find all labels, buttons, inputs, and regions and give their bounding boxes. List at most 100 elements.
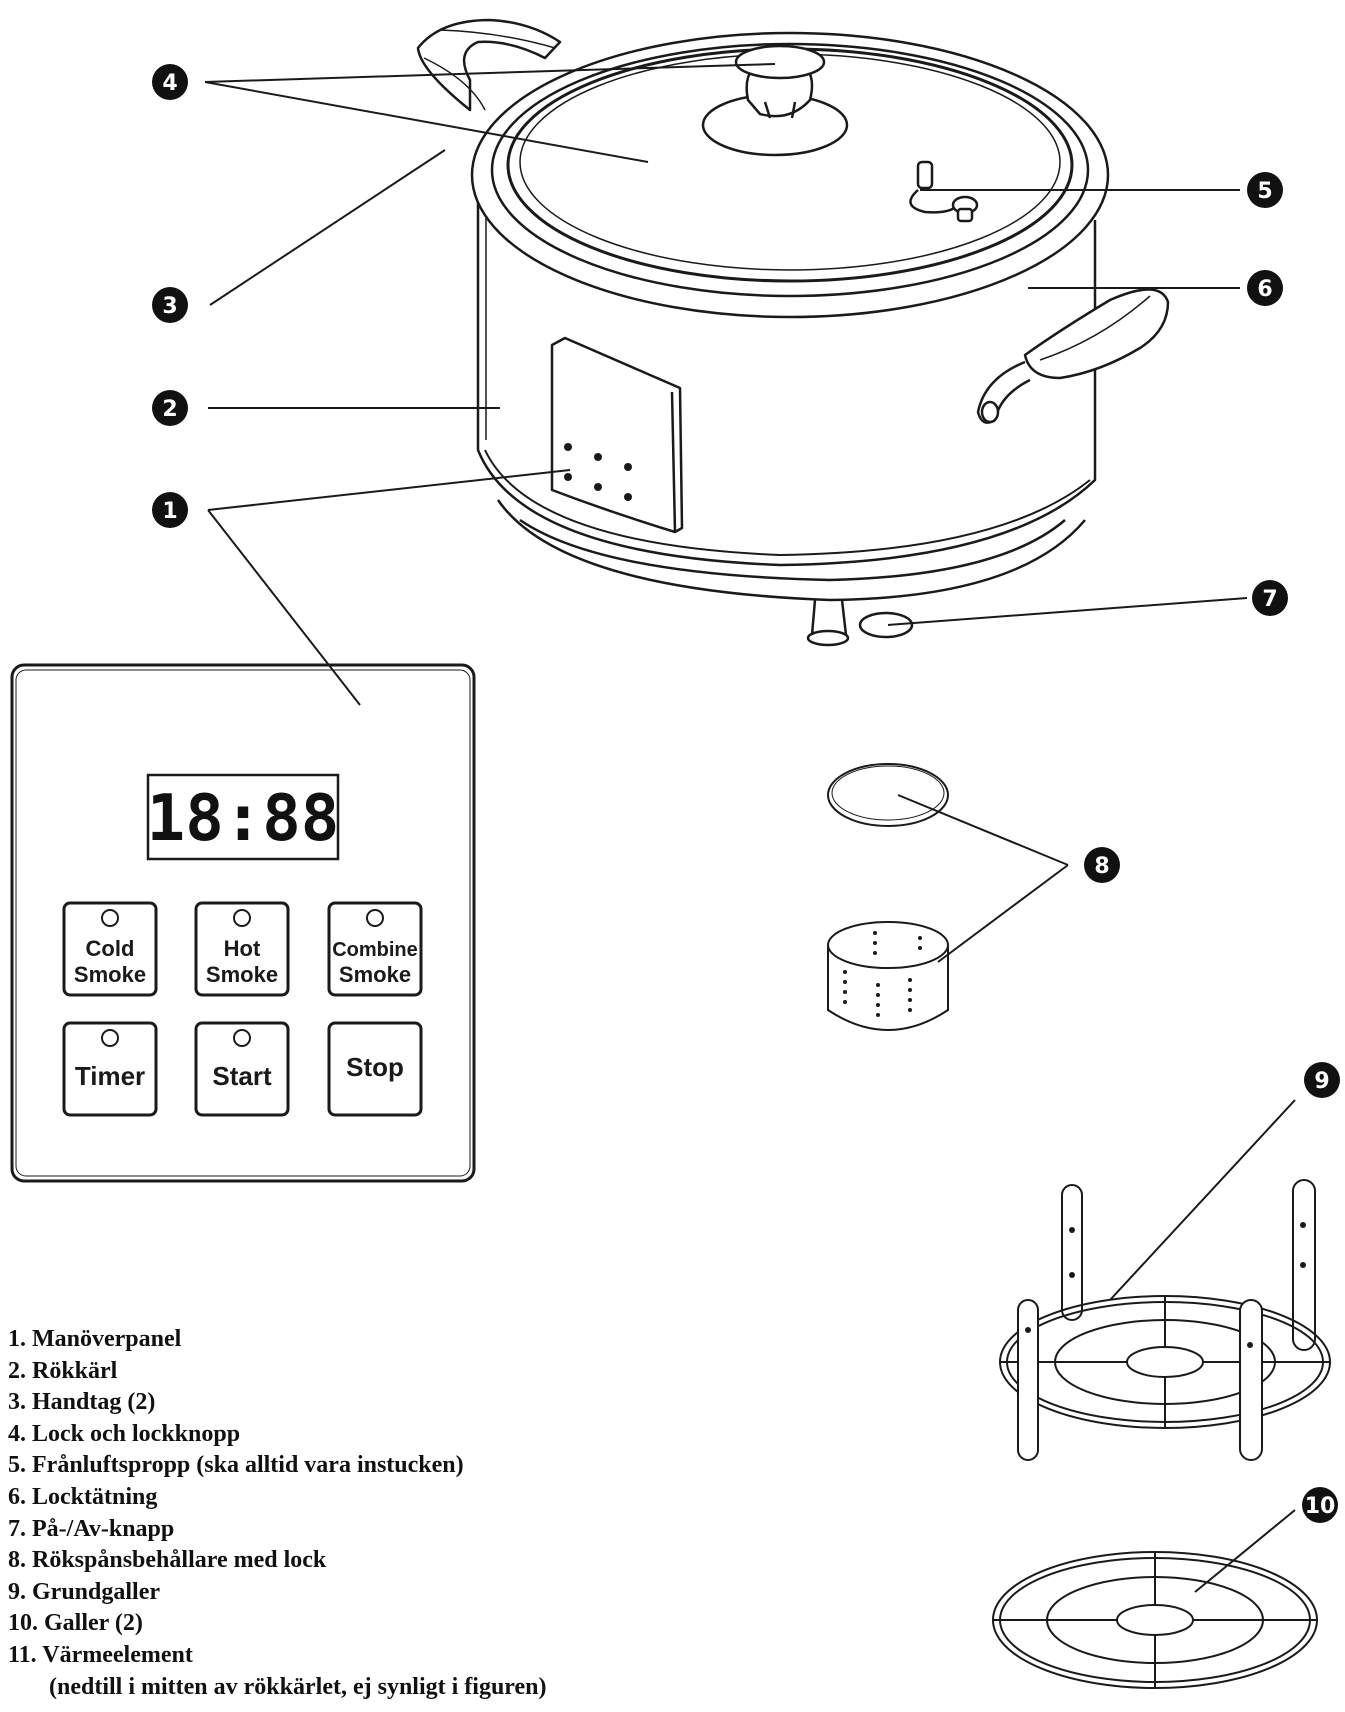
panel-button-frame <box>327 901 423 997</box>
callout-6: 6 <box>1247 270 1283 306</box>
callout-5: 5 <box>1247 172 1283 208</box>
led-indicator-icon <box>233 1029 251 1047</box>
led-indicator-icon <box>101 1029 119 1047</box>
panel-button-label-line2: Smoke <box>74 962 146 987</box>
panel-button-frame <box>62 901 158 997</box>
callout-circle <box>152 492 188 528</box>
handle-left <box>416 18 562 112</box>
callout-4: 4 <box>152 64 188 100</box>
panel-button-label: Cold <box>86 936 135 961</box>
panel-button-label: Timer <box>75 1061 145 1091</box>
legend-text: Värmeelement <box>42 1641 193 1668</box>
rack <box>992 1551 1318 1689</box>
legend-note: (nedtill i mitten av rökkärlet, ej synli… <box>49 1673 547 1700</box>
legend-number: 6. <box>8 1483 26 1510</box>
legend-item: 6. Locktätning <box>8 1482 547 1514</box>
led-indicator-icon <box>233 909 251 927</box>
callout-number: 5 <box>1257 179 1272 204</box>
legend-number: 4. <box>8 1420 26 1447</box>
callout-3: 3 <box>152 287 188 323</box>
legend-item: 1. Manöverpanel <box>8 1324 547 1356</box>
legend-text: På-/Av-knapp <box>32 1515 175 1542</box>
legend-text: Grundgaller <box>32 1578 161 1605</box>
legend-item: 7. På-/Av-knapp <box>8 1514 547 1546</box>
legend-number: 11. <box>8 1641 37 1668</box>
legend-item: 10. Galler (2) <box>8 1608 547 1640</box>
callout-number: 3 <box>162 294 177 319</box>
callout-circle <box>152 64 188 100</box>
callout-circle <box>1247 172 1283 208</box>
legend-text: Rökspånsbehållare med lock <box>32 1547 327 1574</box>
callout-number: 8 <box>1094 854 1109 879</box>
panel-button-label-line2: Smoke <box>206 962 278 987</box>
smoker-illustration <box>416 18 1170 647</box>
legend-item: 2. Rökkärl <box>8 1356 547 1388</box>
callout-circle <box>1302 1487 1338 1523</box>
legend-number: 7. <box>8 1515 26 1542</box>
callout-10: 10 <box>1302 1487 1338 1523</box>
callout-number: 9 <box>1314 1069 1329 1094</box>
lid-rim <box>470 31 1110 319</box>
legend-text: Rökkärl <box>32 1357 118 1384</box>
callout-number: 4 <box>162 71 177 96</box>
callout-circle <box>1252 580 1288 616</box>
legend-item: 11. Värmeelement (nedtill i mitten av rök… <box>8 1640 547 1703</box>
callout-9: 9 <box>1304 1062 1340 1098</box>
callout-number: 2 <box>162 397 177 422</box>
panel-button-frame <box>327 1021 423 1117</box>
power-switch <box>858 611 914 639</box>
callout-7: 7 <box>1252 580 1288 616</box>
panel-button-stop: Stop <box>327 1021 423 1117</box>
panel-button-timer: Timer <box>62 1021 158 1117</box>
panel-button-label: Hot <box>224 936 261 961</box>
panel-button-label: Start <box>212 1061 272 1091</box>
callout-circle <box>152 287 188 323</box>
callout-8: 8 <box>1084 847 1120 883</box>
base-foot <box>806 629 850 647</box>
lcd-display-value: 18:88 <box>147 782 340 856</box>
chip-box-lid <box>827 763 949 827</box>
callout-1: 1 <box>152 492 188 528</box>
legend-text: Handtag (2) <box>32 1389 156 1416</box>
legend-number: 8. <box>8 1547 26 1574</box>
led-indicator-icon <box>366 909 384 927</box>
base-rack <box>999 1179 1331 1461</box>
legend-number: 2. <box>8 1357 26 1384</box>
callout-badges: 1 2 3 4 5 6 7 8 9 10 <box>152 64 1340 1523</box>
legend-item: 4. Lock och lockknopp <box>8 1419 547 1451</box>
legend-text: Manöverpanel <box>32 1326 182 1352</box>
panel-button-label-line2: Smoke <box>339 962 411 987</box>
legend-number: 1. <box>8 1326 26 1352</box>
led-indicator-icon <box>101 909 119 927</box>
legend-number: 5. <box>8 1452 26 1479</box>
panel-button-label: Stop <box>346 1052 404 1082</box>
legend-text: Frånluftspropp (ska alltid vara instucke… <box>32 1452 464 1479</box>
callout-number: 10 <box>1305 1494 1336 1519</box>
callout-2: 2 <box>152 390 188 426</box>
panel-button-frame <box>194 901 290 997</box>
panel-button-frame <box>194 1021 290 1117</box>
callout-circle <box>152 390 188 426</box>
legend-number: 10. <box>8 1610 38 1637</box>
control-panel-detail: 18:88 ColdSmokeHotSmokeCombineSmokeTimer… <box>10 663 476 1183</box>
legend-number: 3. <box>8 1389 26 1416</box>
callout-number: 7 <box>1262 587 1277 612</box>
callout-circle <box>1247 270 1283 306</box>
leader-lines <box>204 63 1296 1593</box>
legend-item: 5. Frånluftspropp (ska alltid vara instu… <box>8 1450 547 1482</box>
body-control-panel <box>550 336 684 534</box>
panel-button-frame <box>62 1021 158 1117</box>
legend-text: Galler (2) <box>44 1610 143 1637</box>
lcd-display <box>146 773 340 861</box>
panel-button-label: Combine <box>332 939 418 961</box>
callout-number: 1 <box>162 499 177 524</box>
callout-circle <box>1304 1062 1340 1098</box>
panel-button-start: Start <box>194 1021 290 1117</box>
legend-text: Locktätning <box>32 1483 158 1510</box>
legend-item: 9. Grundgaller <box>8 1577 547 1609</box>
legend-number: 9. <box>8 1578 26 1605</box>
